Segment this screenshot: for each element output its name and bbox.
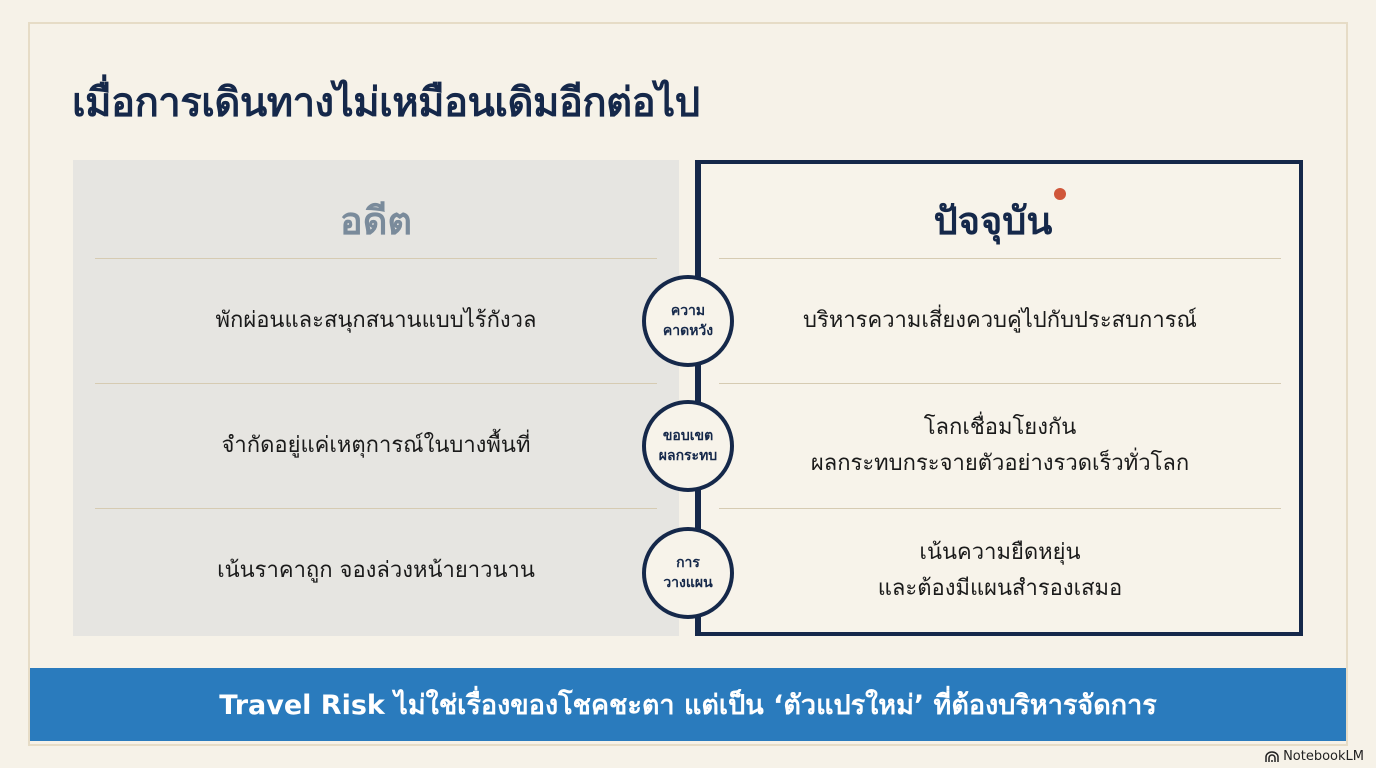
summary-banner: Travel Risk ไม่ใช่เรื่องของโชคชะตา แต่เป… xyxy=(30,668,1346,741)
accent-dot-icon xyxy=(1054,188,1067,200)
present-header: ปัจจุบัน xyxy=(701,188,1299,251)
present-row-line: ผลกระทบกระจายตัวอย่างรวดเร็วทั่วโลก xyxy=(810,451,1190,476)
category-line: คาดหวัง xyxy=(662,323,714,339)
category-line: ผลกระทบ xyxy=(658,448,718,464)
past-panel: อดีต พักผ่อนและสนุกสนานแบบไร้กังวล จำกัด… xyxy=(73,160,679,636)
category-impact-scope: ขอบเขตผลกระทบ xyxy=(642,400,734,492)
slide-title: เมื่อการเดินทางไม่เหมือนเดิมอีกต่อไป xyxy=(72,80,700,126)
past-row: พักผ่อนและสนุกสนานแบบไร้กังวล xyxy=(215,308,537,333)
past-row: เน้นราคาถูก จองล่วงหน้ายาวนาน xyxy=(217,558,535,583)
category-planning: การวางแผน xyxy=(642,527,734,619)
notebooklm-logo-icon xyxy=(1265,750,1279,762)
divider xyxy=(719,383,1281,384)
category-line: วางแผน xyxy=(663,575,713,591)
present-row-line: บริหารความเสี่ยงควบคู่ไปกับประสบการณ์ xyxy=(803,308,1197,333)
past-row: จำกัดอยู่แค่เหตุการณ์ในบางพื้นที่ xyxy=(221,433,531,458)
category-line: การ xyxy=(676,555,700,571)
divider xyxy=(95,383,657,384)
divider xyxy=(95,508,657,509)
slide-frame xyxy=(28,22,1348,746)
past-header: อดีต xyxy=(339,199,413,243)
category-expectation: ความคาดหวัง xyxy=(642,275,734,367)
present-panel: ปัจจุบัน บริหารความเสี่ยงควบคู่ไปกับประส… xyxy=(697,160,1303,636)
category-line: ขอบเขต xyxy=(662,428,714,444)
timeline-connector xyxy=(695,160,699,636)
category-line: ความ xyxy=(670,303,706,319)
present-row-line: โลกเชื่อมโยงกัน xyxy=(923,415,1077,440)
brand-label: NotebookLM xyxy=(1283,749,1364,764)
divider xyxy=(95,258,657,259)
present-row-line: เน้นความยืดหยุ่น xyxy=(919,540,1081,565)
present-row-line: และต้องมีแผนสำรองเสมอ xyxy=(877,576,1123,601)
present-row: บริหารความเสี่ยงควบคู่ไปกับประสบการณ์ xyxy=(697,259,1303,383)
divider xyxy=(719,508,1281,509)
present-header-text: ปัจจุบัน xyxy=(933,199,1053,243)
brand-watermark: NotebookLM xyxy=(1265,749,1364,764)
divider xyxy=(719,258,1281,259)
present-row: โลกเชื่อมโยงกันผลกระทบกระจายตัวอย่างรวดเ… xyxy=(697,384,1303,508)
present-row: เน้นความยืดหยุ่นและต้องมีแผนสำรองเสมอ xyxy=(697,509,1303,633)
